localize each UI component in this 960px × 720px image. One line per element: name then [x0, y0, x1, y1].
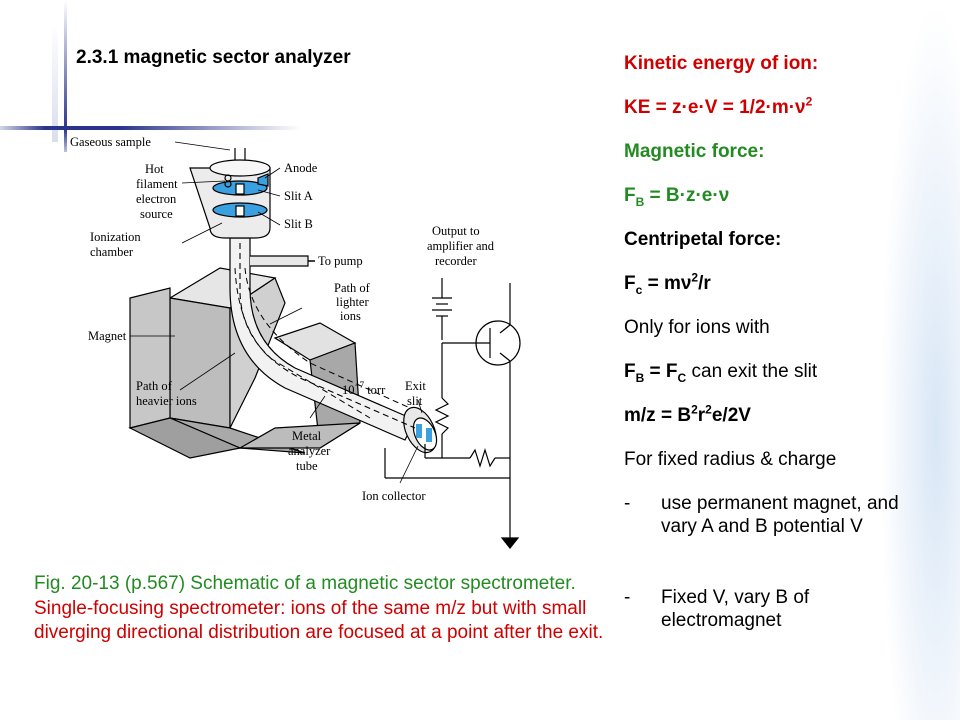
decorative-right-glow	[880, 0, 960, 720]
label-torr: 10−7 torr	[342, 380, 386, 397]
label-output: Output to	[432, 224, 480, 238]
label-magnet: Magnet	[88, 329, 127, 343]
label-slit-b: Slit B	[284, 217, 313, 231]
fixed-line: For fixed radius & charge	[624, 449, 837, 470]
label-metal-tube-2: analyzer	[288, 444, 331, 458]
only-line: Only for ions with	[624, 317, 770, 338]
label-ionization-chamber-2: chamber	[90, 245, 134, 259]
label-hot-filament-3: electron	[136, 192, 177, 206]
label-output-3: recorder	[435, 254, 477, 268]
decorative-vertical-line	[64, 0, 67, 152]
ionization-chamber	[189, 148, 271, 239]
leader-lines	[130, 141, 423, 484]
spectrometer-diagram: Gaseous sample Hot filament electron sou…	[70, 135, 521, 549]
label-slit-a: Slit A	[284, 189, 313, 203]
label-ion-collector: Ion collector	[362, 489, 426, 503]
label-exit-slit-2: slit	[407, 394, 423, 408]
magnet-block	[128, 267, 361, 459]
label-ionization-chamber: Ionization	[90, 230, 141, 244]
centripetal-label: Centripetal force:	[624, 229, 782, 250]
label-heavier-ions-2: heavier ions	[136, 394, 197, 408]
magnetic-equation: FB = B·z·e·ν	[624, 185, 730, 209]
ke-label: Kinetic energy of ion:	[624, 53, 819, 74]
ke-equation: KE = z·e·V = 1/2·m·ν2	[624, 94, 813, 118]
label-anode: Anode	[284, 161, 318, 175]
label-metal-tube-3: tube	[296, 459, 318, 473]
label-output-2: amplifier and	[427, 239, 495, 253]
caption-part-2: Single-focusing spectrometer: ions of th…	[34, 597, 604, 644]
mz-equation: m/z = B2r2e/2V	[624, 402, 751, 426]
label-exit-slit: Exit	[405, 379, 426, 393]
label-heavier-ions: Path of	[136, 379, 173, 393]
label-lighter-ions-3: ions	[340, 309, 361, 323]
label-hot-filament: Hot	[145, 162, 164, 176]
label-lighter-ions: Path of	[334, 281, 371, 295]
figure-caption: Fig. 20-13 (p.567) Schematic of a magnet…	[34, 572, 634, 646]
output-circuit	[384, 278, 521, 549]
label-to-pump: To pump	[318, 254, 363, 268]
caption-part-1: Fig. 20-13 (p.567) Schematic of a magnet…	[34, 573, 576, 594]
label-hot-filament-4: source	[140, 207, 173, 221]
label-hot-filament-2: filament	[136, 177, 178, 191]
magnetic-label: Magnetic force:	[624, 141, 765, 162]
decorative-horizontal-line	[0, 126, 300, 130]
label-metal-tube: Metal	[292, 429, 322, 443]
slide-title: 2.3.1 magnetic sector analyzer	[76, 47, 351, 68]
decorative-shadow	[52, 22, 58, 142]
label-lighter-ions-2: lighter	[336, 295, 369, 309]
exit-slit-marker	[416, 424, 422, 438]
label-gaseous-sample: Gaseous sample	[70, 135, 151, 149]
centripetal-equation: Fc = mν2/r	[624, 270, 711, 297]
exit-condition: FB = FC can exit the slit	[624, 361, 818, 385]
